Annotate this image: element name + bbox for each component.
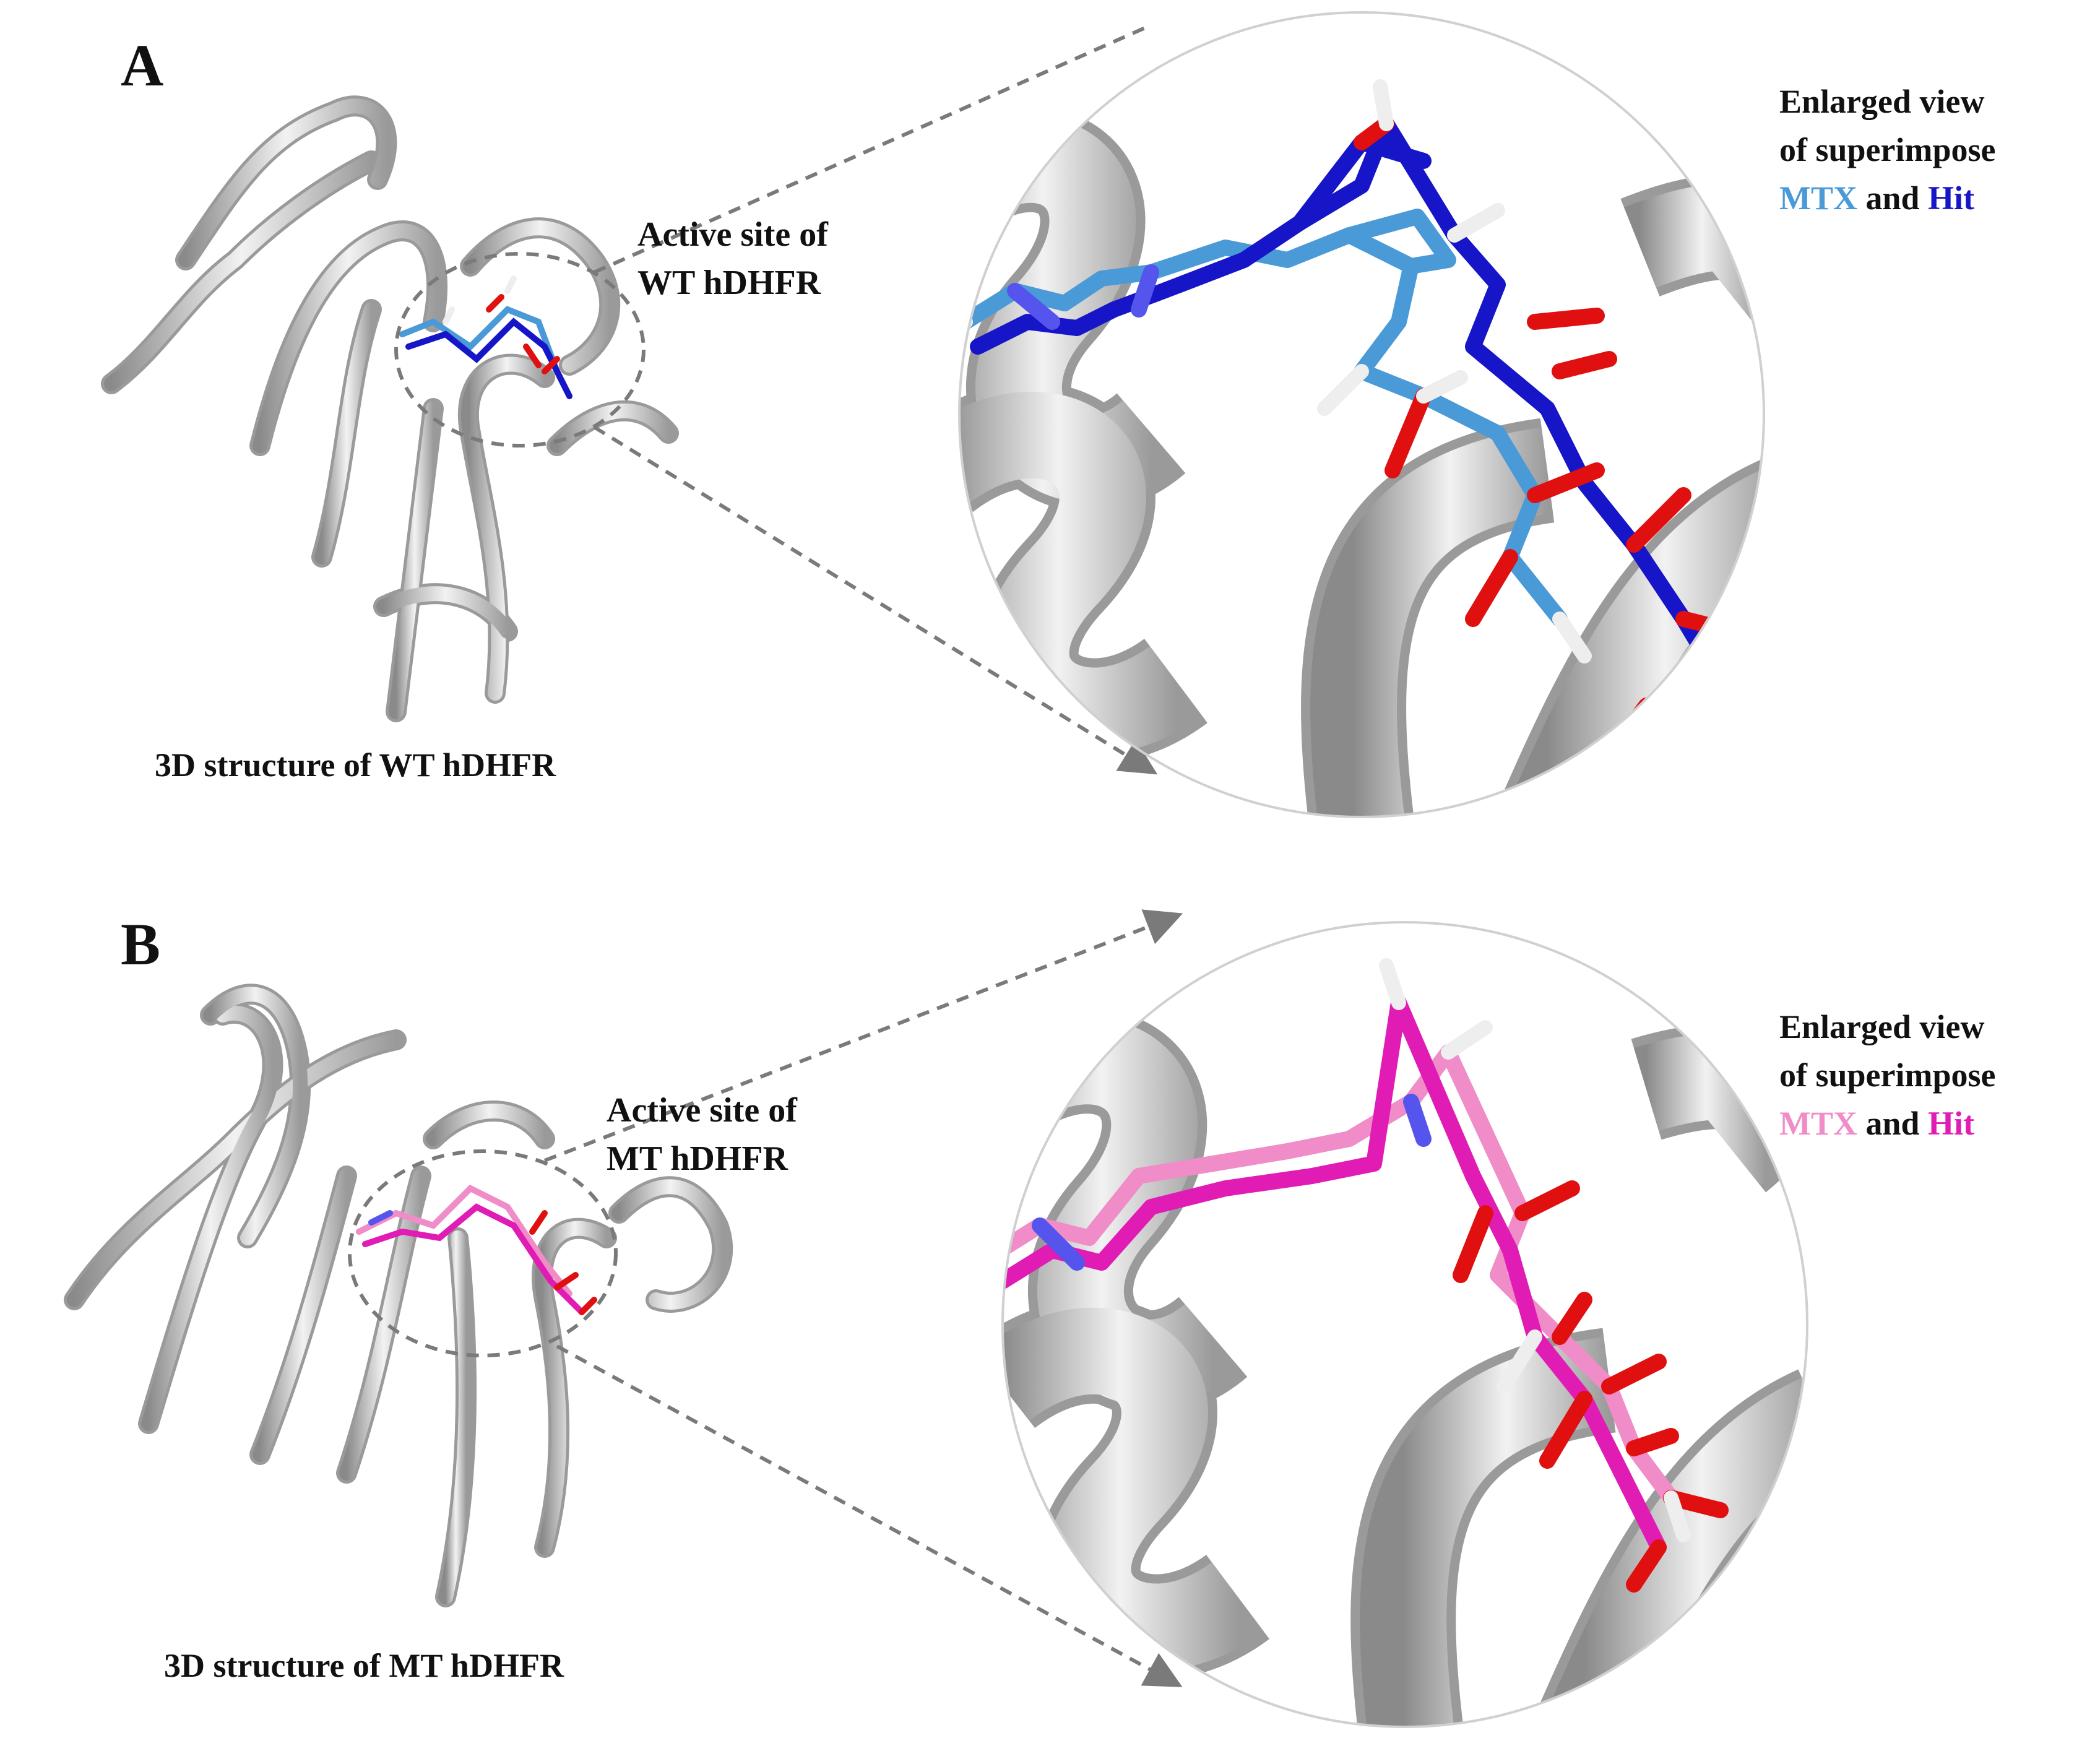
panel-a-protein-structure (101, 95, 679, 722)
panel-a-active-site-label: Active site of WT hDHFR (637, 210, 828, 307)
panel-b-and-text: and (1865, 1105, 1920, 1142)
panel-a-enlarged-line3: MTX and Hit (1779, 174, 1996, 222)
panel-a-enlarged-view-label: Enlarged view of superimpose MTX and Hit (1779, 77, 1996, 222)
panel-b-active-site-ring (348, 1149, 618, 1357)
panel-b-callout-arrow-lower (556, 1344, 1183, 1687)
panel-b-active-site-label: Active site of MT hDHFR (607, 1086, 797, 1183)
panel-a-structure-caption: 3D structure of WT hDHFR (155, 746, 556, 784)
panel-a-active-site-line2: WT hDHFR (637, 264, 821, 302)
panel-b-structure-caption: 3D structure of MT hDHFR (164, 1647, 564, 1684)
panel-a-label: A (121, 32, 164, 98)
panel-b-mtx-legend: MTX (1779, 1105, 1857, 1142)
panel-b-hit-legend: Hit (1928, 1105, 1975, 1142)
panel-a-and-text: and (1865, 179, 1920, 217)
panel-b-label: B (121, 911, 161, 977)
panel-b-callout-arrow-upper (543, 909, 1183, 1162)
panel-a-enlarged-line2: of superimpose (1779, 131, 1996, 168)
panel-b-enlarged-line1: Enlarged view (1779, 1008, 1985, 1045)
panel-a-enlarged-view (958, 11, 1765, 818)
panel-a-callout-arrow-lower (593, 425, 1158, 775)
panel-b-active-site-line1: Active site of (607, 1091, 797, 1130)
panel-b-enlarged-line3: MTX and Hit (1779, 1099, 1996, 1148)
panel-a-active-site-line1: Active site of (637, 215, 828, 254)
panel-b-active-site-line2: MT hDHFR (607, 1139, 788, 1178)
panel-a-mtx-legend: MTX (1779, 179, 1857, 217)
panel-b-protein-structure (64, 984, 733, 1607)
panel-b-enlarged-view (1001, 921, 1808, 1728)
panel-a-enlarged-line1: Enlarged view (1779, 83, 1985, 120)
panel-a-callout-line-upper (593, 26, 1146, 274)
panel-a-hit-legend: Hit (1928, 179, 1975, 217)
panel-b-enlarged-view-label: Enlarged view of superimpose MTX and Hit (1779, 1003, 1996, 1148)
panel-a-active-site-ring (394, 252, 646, 447)
panel-b-enlarged-line2: of superimpose (1779, 1057, 1996, 1094)
